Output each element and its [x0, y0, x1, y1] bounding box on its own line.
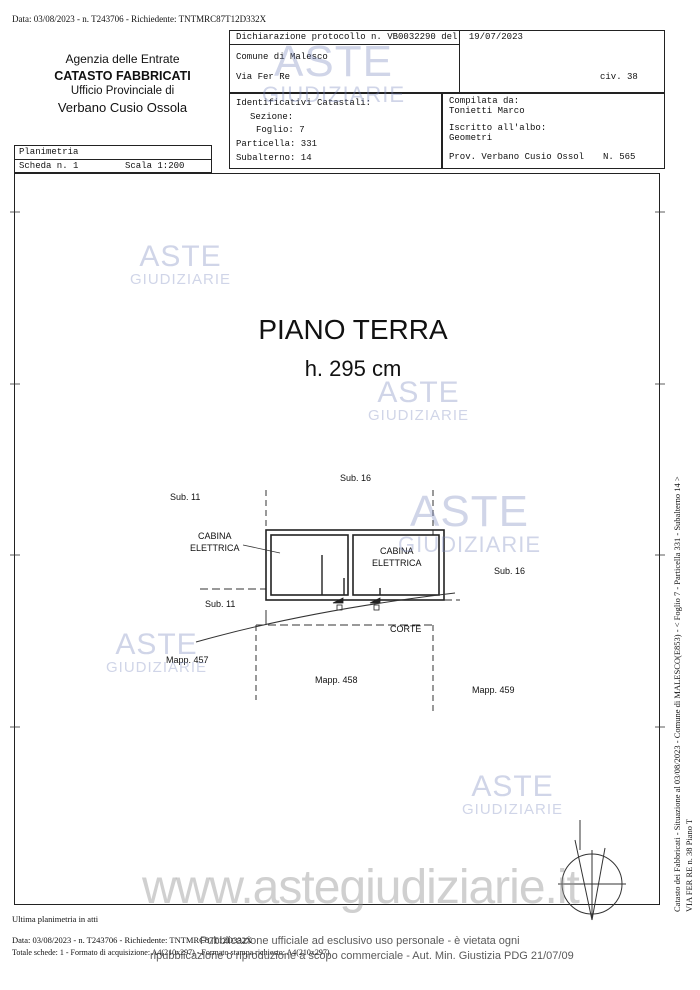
publication-notice-2: ripubblicazione o riproduzione a scopo c… [150, 950, 574, 962]
address: Via Fer Re [236, 72, 291, 82]
label-mapp458: Mapp. 458 [315, 675, 358, 685]
label-corte: CORTE [390, 624, 422, 634]
label-cabina-right: CABINA ELETTRICA [372, 545, 422, 569]
agency-line2: CATASTO FABBRICATI [54, 69, 191, 83]
cabina-left-line1: CABINA [198, 531, 232, 541]
identificativi-box: Identificativi Catastali: Sezione: Fogli… [229, 93, 442, 169]
publication-notice-1: Pubblicazione ufficiale ad esclusivo uso… [200, 935, 520, 947]
label-sub16-right: Sub. 16 [494, 566, 526, 576]
identificativi-title: Identificativi Catastali: [236, 98, 372, 108]
label-mapp457: Mapp. 457 [166, 655, 209, 665]
watermark-site: www.astegiudiziarie.it [142, 861, 580, 914]
agency-block: Agenzia delle Entrate CATASTO FABBRICATI… [20, 52, 225, 115]
protocol-date: 19/07/2023 [468, 32, 523, 42]
iscritto-albo: Iscritto all'albo: [449, 123, 547, 133]
label-mapp459: Mapp. 459 [472, 685, 515, 695]
side-address-info: VIA FER RE n. 38 Piano T [684, 818, 694, 912]
declaration-box: Dichiarazione protocollo n. VB0032290 de… [229, 30, 665, 93]
planimetria-label: Planimetria [19, 147, 79, 157]
cabina-right-line1: CABINA [380, 546, 414, 556]
register-number: N. 565 [603, 152, 636, 162]
watermark-logo-1: ASTE GIUDIZIARIE [262, 37, 406, 107]
watermark-logo-4: ASTE GIUDIZIARIE [398, 487, 542, 557]
cabina-left-line2: ELETTRICA [190, 543, 240, 553]
planimetria-box: Planimetria Scheda n. 1 Scala 1:200 [14, 145, 212, 173]
watermark-logo-5: ASTE GIUDIZIARIE [106, 628, 208, 676]
agency-line3: Ufficio Provinciale di [70, 85, 175, 97]
compilata-name: Tonietti Marco [449, 106, 525, 116]
profession: Geometri [449, 133, 493, 143]
label-cabina-left: CABINA ELETTRICA [190, 530, 240, 554]
compilata-box: Compilata da: Tonietti Marco Iscritto al… [442, 93, 665, 169]
footer-request-info: Data: 03/08/2023 - n. T243706 - Richiede… [12, 935, 253, 945]
subalterno: Subalterno: 14 [236, 153, 312, 163]
side-cadastre-info: Catasto dei Fabbricati - Situazione al 0… [672, 476, 682, 912]
last-plan-note: Ultima planimetria in atti [12, 914, 99, 924]
comune: Comune di Malesco [236, 52, 328, 62]
civic-number: civ. 38 [600, 72, 638, 82]
agency-line4: Verbano Cusio Ossola [57, 100, 188, 115]
floor-height: h. 295 cm [304, 356, 402, 381]
province: Prov. Verbano Cusio Ossol [449, 152, 585, 162]
watermark-logo-2: ASTE GIUDIZIARIE [130, 240, 232, 288]
protocol-number: Dichiarazione protocollo n. VB0032290 [236, 32, 436, 42]
sezione: Sezione: [250, 112, 294, 122]
agency-line1: Agenzia delle Entrate [65, 52, 180, 66]
floor-title: PIANO TERRA [258, 314, 448, 345]
label-sub11-bottom: Sub. 11 [205, 599, 236, 609]
label-sub11-top: Sub. 11 [170, 492, 201, 502]
north-arrow-icon [558, 820, 626, 921]
foglio: Foglio: 7 [256, 125, 305, 135]
scale: Scala 1:200 [125, 161, 185, 171]
drawing-frame [14, 173, 660, 905]
watermark-logo-3: ASTE GIUDIZIARIE [368, 376, 470, 424]
watermark-logo-6: ASTE GIUDIZIARIE [462, 770, 564, 818]
compilata-title: Compilata da: [449, 96, 520, 106]
header-request-info: Data: 03/08/2023 - n. T243706 - Richiede… [12, 14, 267, 24]
scheda-number: Scheda n. 1 [19, 161, 79, 171]
label-sub16-top: Sub. 16 [340, 473, 372, 483]
cabina-right-line2: ELETTRICA [372, 558, 422, 568]
particella: Particella: 331 [236, 139, 318, 149]
footer-sheets-info: Totale schede: 1 - Formato di acquisizio… [12, 948, 330, 957]
protocol-date-label: del [441, 32, 458, 42]
